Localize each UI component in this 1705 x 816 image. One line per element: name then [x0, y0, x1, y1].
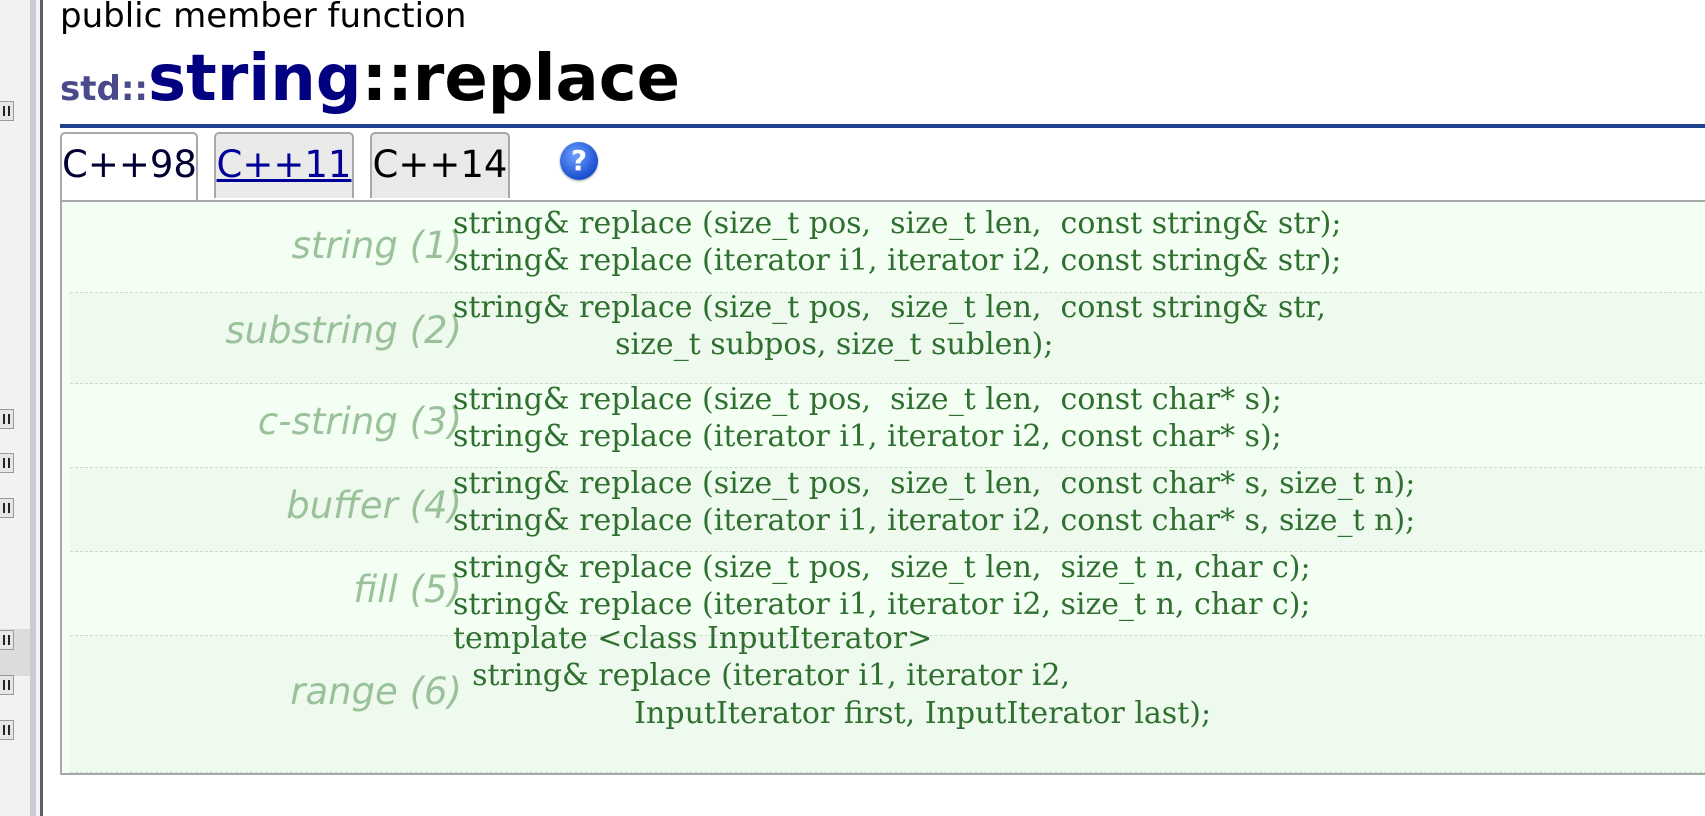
- member-kind: public member function: [60, 0, 467, 36]
- title-class[interactable]: string: [148, 42, 362, 116]
- prototype-line: string& replace (iterator i1, iterator i…: [453, 587, 1311, 622]
- tree-collapse-icon[interactable]: [0, 101, 14, 121]
- prototype-row: substring (2) string& replace (size_t po…: [70, 290, 1705, 384]
- prototype-row: buffer (4) string& replace (size_t pos, …: [70, 466, 1705, 552]
- title-separator: ::: [361, 42, 413, 116]
- prototype-label: range (6): [290, 670, 462, 713]
- prototype-line: InputIterator first, InputIterator last)…: [453, 696, 1212, 731]
- tree-collapse-icon[interactable]: [0, 720, 14, 740]
- prototype-line: string& replace (size_t pos, size_t len,…: [453, 466, 1416, 501]
- title-divider: [60, 124, 1705, 128]
- prototype-label: substring (2): [225, 309, 462, 352]
- tree-collapse-icon[interactable]: [0, 409, 14, 429]
- prototype-row: range (6) template <class InputIterator>…: [70, 621, 1705, 773]
- tree-collapse-icon[interactable]: [0, 453, 14, 473]
- prototype-label: buffer (4): [286, 484, 462, 527]
- prototype-line: string& replace (iterator i1, iterator i…: [453, 503, 1416, 538]
- prototype-line: string& replace (iterator i1, iterator i…: [453, 658, 1071, 693]
- sidebar-scroll-track[interactable]: [30, 0, 36, 816]
- tree-collapse-icon[interactable]: [0, 498, 14, 518]
- prototype-label: fill (5): [353, 568, 462, 611]
- prototype-panel: string (1) string& replace (size_t pos, …: [60, 200, 1705, 775]
- prototype-line: string& replace (size_t pos, size_t len,…: [453, 290, 1326, 325]
- tab-label: C++98: [62, 143, 197, 186]
- left-sidebar: [0, 0, 43, 816]
- prototype-line: string& replace (iterator i1, iterator i…: [453, 243, 1342, 278]
- prototype-line: string& replace (size_t pos, size_t len,…: [453, 382, 1282, 417]
- help-icon[interactable]: ?: [560, 142, 598, 180]
- prototype-label: string (1): [291, 224, 462, 267]
- tab-cpp98[interactable]: C++98: [60, 132, 198, 202]
- tab-cpp14[interactable]: C++14: [370, 132, 510, 198]
- prototype-line: string& replace (size_t pos, size_t len,…: [453, 550, 1311, 585]
- page-title: std::string::replace: [60, 42, 680, 116]
- tab-label: C++14: [372, 143, 508, 186]
- tree-collapse-icon[interactable]: [0, 630, 14, 650]
- prototype-row: string (1) string& replace (size_t pos, …: [70, 202, 1705, 293]
- prototype-row: fill (5) string& replace (size_t pos, si…: [70, 550, 1705, 636]
- prototype-line: size_t subpos, size_t sublen);: [453, 327, 1054, 362]
- prototype-line: template <class InputIterator>: [453, 621, 933, 656]
- title-function: replace: [412, 42, 681, 116]
- prototype-line: string& replace (size_t pos, size_t len,…: [453, 206, 1342, 241]
- prototype-label: c-string (3): [257, 400, 462, 443]
- tree-collapse-icon[interactable]: [0, 675, 14, 695]
- tab-label: C++11: [216, 143, 352, 186]
- title-namespace: std::: [60, 69, 149, 109]
- prototype-line: string& replace (iterator i1, iterator i…: [453, 419, 1282, 454]
- tab-cpp11[interactable]: C++11: [214, 132, 354, 198]
- prototype-row: c-string (3) string& replace (size_t pos…: [70, 382, 1705, 468]
